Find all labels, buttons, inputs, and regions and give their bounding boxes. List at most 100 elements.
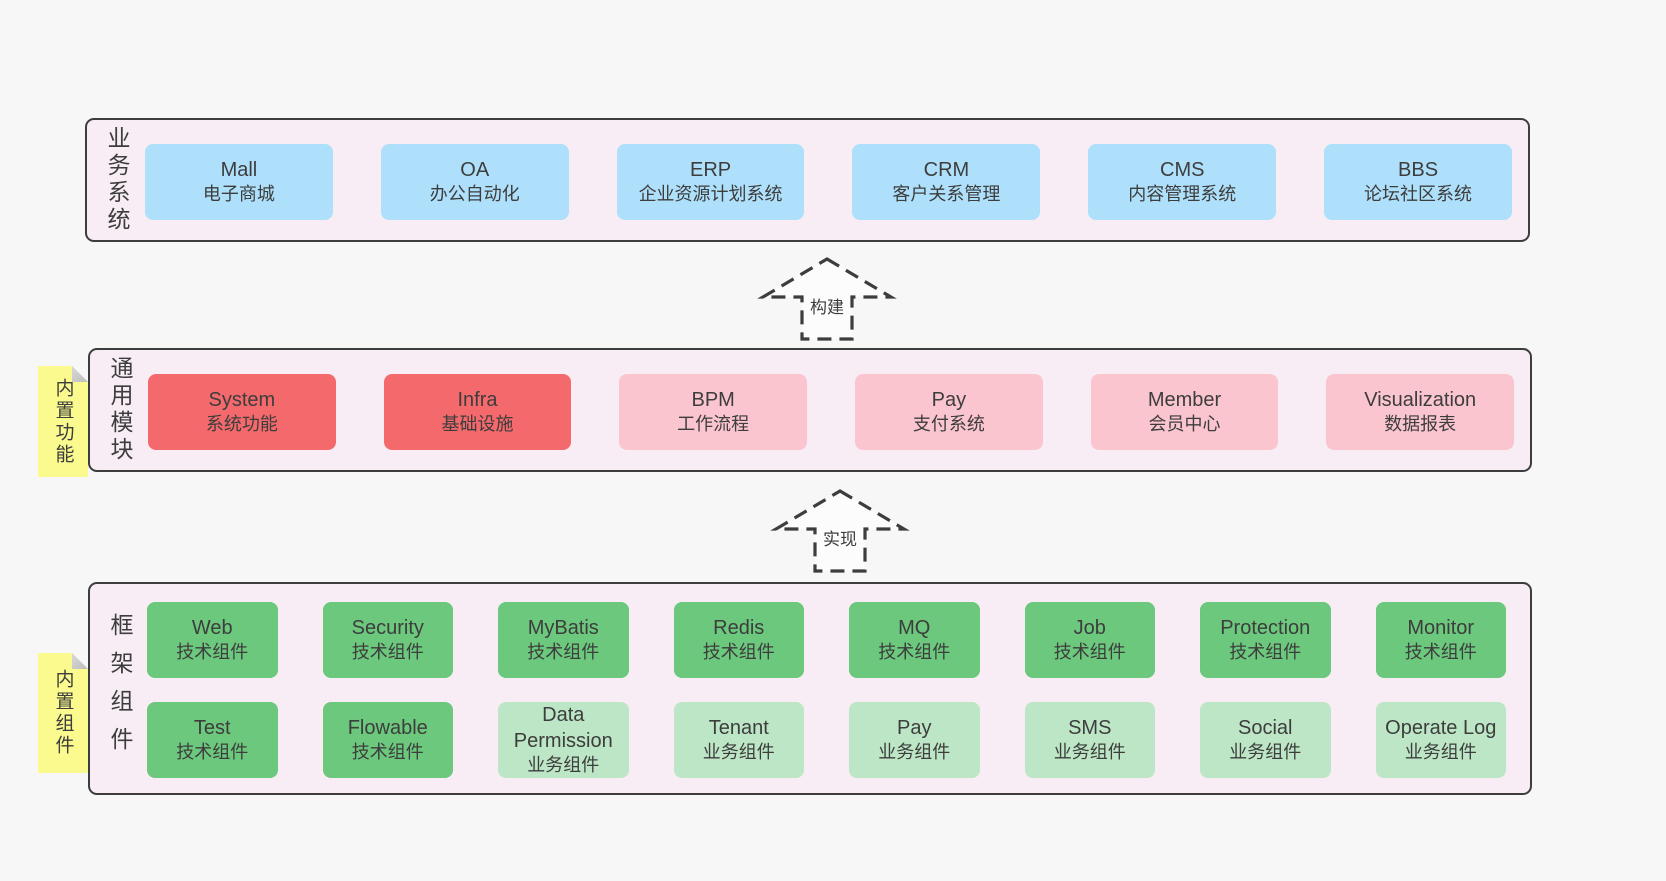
- band-common-modules: 通用模块 System 系统功能 Infra 基础设施 BPM 工作流程 Pay…: [88, 348, 1532, 472]
- box-title: BPM: [691, 389, 735, 412]
- box-title: Data Permission: [513, 704, 613, 753]
- box-subtitle: 技术组件: [351, 642, 424, 663]
- sticky-text: 内置功能: [52, 377, 74, 466]
- box-subtitle: 客户关系管理: [892, 184, 1001, 205]
- box-subtitle: 技术组件: [176, 642, 249, 663]
- box-title: OA: [460, 159, 490, 182]
- box-subtitle: 企业资源计划系统: [638, 184, 783, 205]
- box-pay: Pay 支付系统: [855, 374, 1043, 450]
- box-crm: CRM 客户关系管理: [852, 144, 1041, 220]
- box-subtitle: 数据报表: [1384, 414, 1457, 435]
- box-title: Web: [191, 617, 233, 640]
- arrow-build-label: 构建: [808, 293, 846, 318]
- box-protection: Protection 技术组件: [1200, 602, 1331, 678]
- box-monitor: Monitor 技术组件: [1375, 602, 1506, 678]
- box-subtitle: 技术组件: [1053, 642, 1126, 663]
- box-subtitle: 内容管理系统: [1128, 184, 1237, 205]
- box-subtitle: 业务组件: [702, 742, 775, 763]
- box-subtitle: 技术组件: [351, 742, 424, 763]
- box-title: CMS: [1160, 159, 1205, 182]
- box-sms: SMS 业务组件: [1024, 702, 1155, 778]
- box-bpm: BPM 工作流程: [619, 374, 808, 450]
- box-title: BBS: [1398, 159, 1439, 182]
- band-label-modules: 通用模块: [107, 356, 133, 464]
- box-subtitle: 业务组件: [1229, 742, 1302, 763]
- modules-box-row: System 系统功能 Infra 基础设施 BPM 工作流程 Pay 支付系统…: [148, 374, 1515, 450]
- box-title: Visualization: [1364, 389, 1477, 412]
- box-mall: Mall 电子商城: [145, 144, 333, 220]
- box-subtitle: 基础设施: [441, 414, 514, 435]
- box-erp: ERP 企业资源计划系统: [616, 144, 805, 220]
- box-web: Web 技术组件: [147, 602, 278, 678]
- box-redis: Redis 技术组件: [673, 602, 804, 678]
- box-bbs: BBS 论坛社区系统: [1324, 144, 1512, 220]
- box-subtitle: 业务组件: [527, 755, 600, 776]
- components-box-row-1: Web 技术组件 Security 技术组件 MyBatis 技术组件 Redi…: [147, 602, 1506, 678]
- business-box-row: Mall 电子商城 OA 办公自动化 ERP 企业资源计划系统 CRM 客户关系…: [145, 144, 1512, 220]
- arrow-implement: 实现: [770, 488, 910, 574]
- box-test: Test 技术组件: [147, 702, 278, 778]
- box-subtitle: 业务组件: [1404, 742, 1477, 763]
- arrow-build: 构建: [757, 256, 897, 342]
- box-oa: OA 办公自动化: [380, 144, 569, 220]
- box-title: SMS: [1068, 717, 1112, 740]
- box-system: System 系统功能: [148, 374, 336, 450]
- box-title: CRM: [923, 159, 970, 182]
- band-label-components: 框架组件: [107, 612, 133, 765]
- box-title: MyBatis: [527, 617, 599, 640]
- box-title: Pay: [931, 389, 967, 412]
- sticky-note-builtin-features: 内置功能: [38, 366, 88, 477]
- box-flowable: Flowable 技术组件: [322, 702, 453, 778]
- box-subtitle: 电子商城: [202, 184, 275, 205]
- box-job: Job 技术组件: [1024, 602, 1155, 678]
- box-visualization: Visualization 数据报表: [1326, 374, 1515, 450]
- box-social: Social 业务组件: [1200, 702, 1331, 778]
- box-title: Protection: [1220, 617, 1311, 640]
- band-business-systems: 业务系统 Mall 电子商城 OA 办公自动化 ERP 企业资源计划系统 CRM…: [85, 118, 1530, 242]
- box-title: Operate Log: [1385, 717, 1497, 740]
- sticky-text: 内置组件: [52, 669, 74, 757]
- box-subtitle: 技术组件: [1404, 642, 1477, 663]
- box-subtitle: 支付系统: [912, 414, 985, 435]
- box-subtitle: 会员中心: [1148, 414, 1221, 435]
- box-subtitle: 系统功能: [205, 414, 278, 435]
- box-subtitle: 业务组件: [1053, 742, 1126, 763]
- sticky-note-builtin-components: 内置组件: [38, 653, 88, 773]
- box-subtitle: 技术组件: [527, 642, 600, 663]
- box-title: Pay: [897, 717, 932, 740]
- box-mybatis: MyBatis 技术组件: [498, 602, 629, 678]
- box-title: System: [208, 389, 276, 412]
- folded-corner: [72, 653, 88, 669]
- box-mq: MQ 技术组件: [849, 602, 980, 678]
- box-title: Member: [1147, 389, 1222, 412]
- box-title: Job: [1073, 617, 1106, 640]
- box-subtitle: 技术组件: [878, 642, 951, 663]
- box-title: Security: [351, 617, 424, 640]
- box-data-permission: Data Permission 业务组件: [498, 702, 629, 778]
- band-framework-components: 框架组件 Web 技术组件 Security 技术组件 MyBatis 技术组件…: [88, 582, 1532, 795]
- sticky-background: [38, 653, 88, 773]
- box-operate-log: Operate Log 业务组件: [1375, 702, 1506, 778]
- box-subtitle: 论坛社区系统: [1364, 184, 1473, 205]
- box-subtitle: 业务组件: [878, 742, 951, 763]
- box-title: Flowable: [347, 717, 428, 740]
- box-title: Monitor: [1407, 617, 1475, 640]
- box-subtitle: 办公自动化: [429, 184, 520, 205]
- box-subtitle: 技术组件: [1229, 642, 1302, 663]
- sticky-background: [38, 366, 88, 477]
- box-member: Member 会员中心: [1090, 374, 1279, 450]
- box-title: Tenant: [708, 717, 769, 740]
- box-subtitle: 技术组件: [702, 642, 775, 663]
- box-title: Infra: [457, 389, 498, 412]
- box-title: Test: [193, 717, 231, 740]
- band-label-business: 业务系统: [104, 126, 130, 234]
- box-subtitle: 工作流程: [677, 414, 750, 435]
- box-title: ERP: [690, 159, 732, 182]
- box-tenant: Tenant 业务组件: [673, 702, 804, 778]
- arrow-implement-label: 实现: [821, 525, 859, 550]
- components-box-row-2: Test 技术组件 Flowable 技术组件 Data Permission …: [147, 702, 1506, 778]
- box-title: MQ: [898, 617, 931, 640]
- box-cms: CMS 内容管理系统: [1088, 144, 1277, 220]
- box-subtitle: 技术组件: [176, 742, 249, 763]
